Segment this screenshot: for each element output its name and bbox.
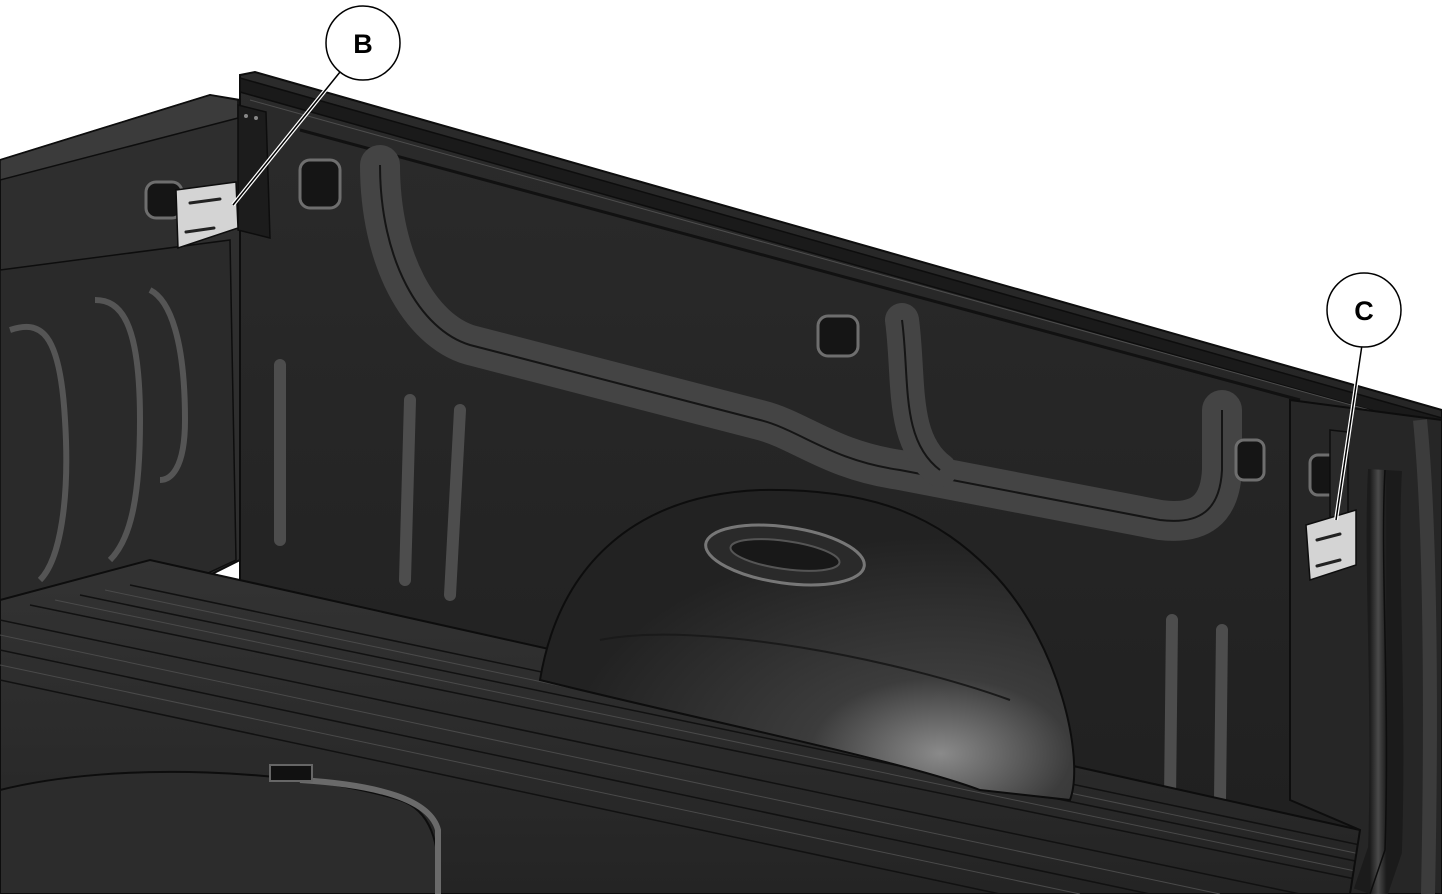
front-wall-tube [298,145,1242,541]
tailgate-corner [0,764,442,894]
callout-c-label: C [1354,296,1374,326]
callout-c: C [1326,272,1402,521]
left-bracket [175,104,271,250]
front-wall-ribs [274,359,1228,806]
callout-c-circle [1326,272,1402,348]
callout-b-circle [325,5,401,81]
callout-b: B [231,5,401,207]
callout-b-label: B [353,29,373,59]
wheel-well [538,488,1076,802]
bed-left-side-wall [0,93,241,601]
right-bracket [1305,429,1357,582]
